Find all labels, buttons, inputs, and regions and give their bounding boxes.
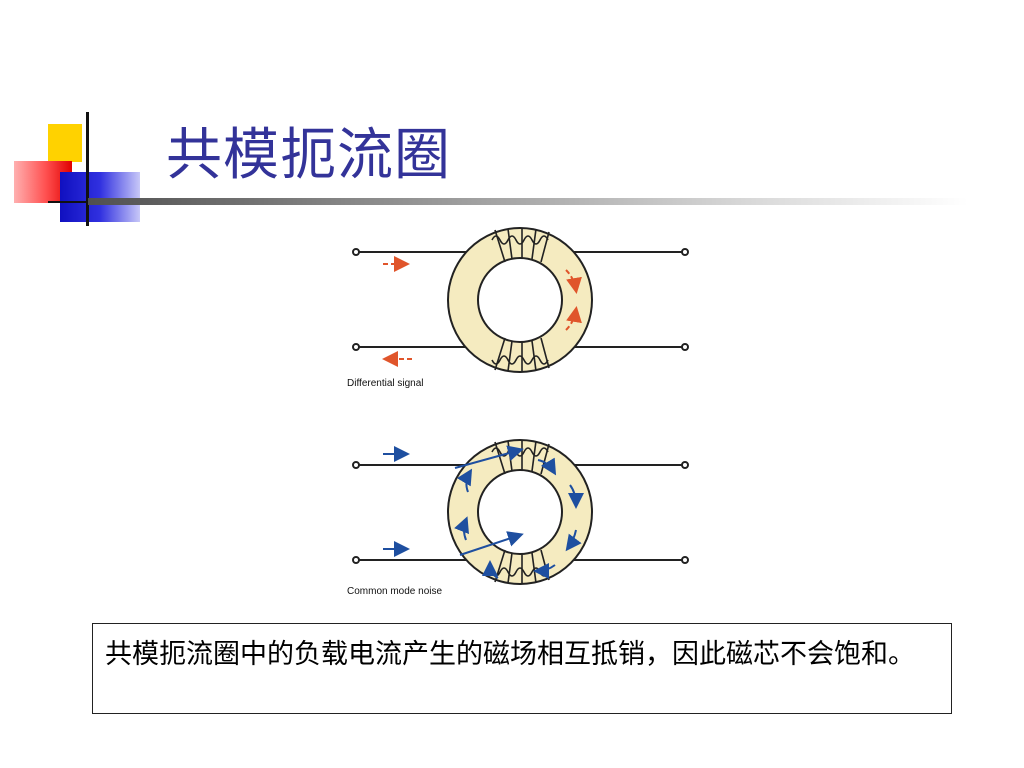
common-mode-noise-diagram: Common mode noise [347,439,689,597]
slide-title: 共模扼流圈 [166,123,451,188]
differential-toroid-core [447,227,593,373]
differential-signal-label: Differential signal [347,378,424,389]
differential-terminals [352,248,689,351]
differential-windings [491,228,550,372]
caption-text: 共模扼流圈中的负载电流产生的磁场相互抵销，因此磁芯不会饱和。 [105,639,915,670]
decor-blue-square [60,172,140,222]
common-mode-noise-label: Common mode noise [347,586,442,597]
title-underline [88,198,968,205]
decor-horizontal-line [48,201,114,203]
common-mode-flux-arrows [383,445,584,579]
decor-vertical-line [86,112,89,226]
differential-signal-diagram: Differential signal [347,227,689,389]
common-mode-terminals [352,461,689,564]
decor-yellow-square [48,124,82,162]
differential-flux-arrows [382,256,582,367]
common-mode-toroid-core [447,439,593,585]
caption-box: 共模扼流圈中的负载电流产生的磁场相互抵销，因此磁芯不会饱和。 [92,623,952,714]
